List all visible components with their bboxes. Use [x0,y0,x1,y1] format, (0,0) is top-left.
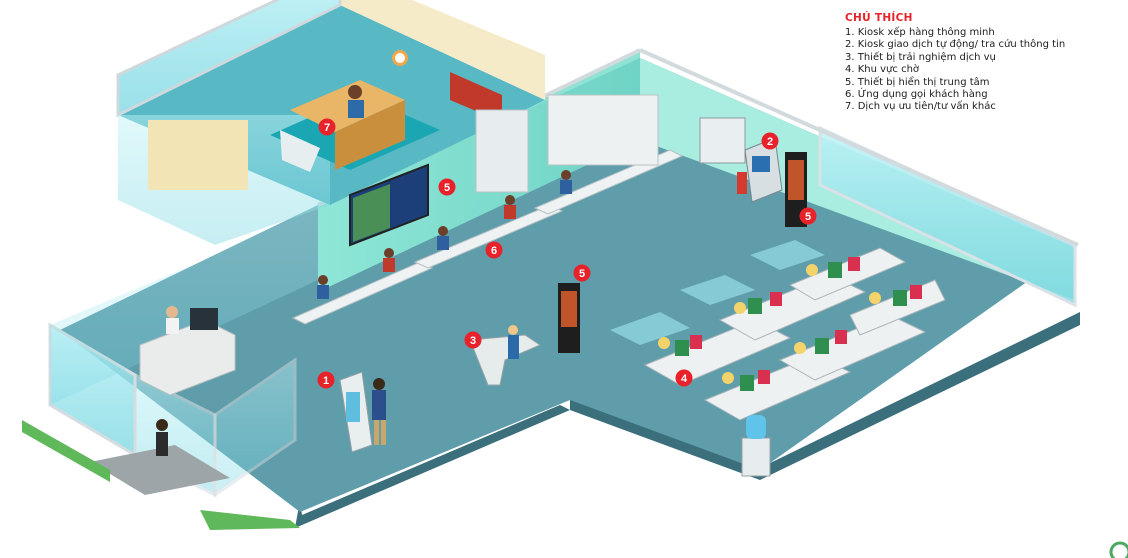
marker-2: 2 [761,132,779,150]
marker-5-right-standee: 5 [799,207,817,225]
reception-monitor [190,308,218,330]
svg-text:5: 5 [579,268,585,280]
office-back-wall [340,0,545,100]
office-desk [290,80,405,132]
experience-device [469,334,542,386]
entrance-customer [156,419,168,431]
back-wall-cabinets [547,94,659,166]
entrance-glass-right [213,357,297,498]
legend-item: 1. Kiosk xếp hàng thông minh [845,27,995,38]
entrance-upper-glass [50,205,318,405]
legend-item: 5. Thiết bị hiển thị trung tâm [845,76,990,88]
teller-counter-1 [291,261,434,325]
office-desk-side [335,100,405,170]
svg-text:5: 5 [444,182,450,194]
office-left-wall [116,0,342,118]
office-staff [348,85,362,99]
marker-4: 4 [675,369,693,387]
teller-counter-2 [413,204,564,269]
svg-text:1: 1 [323,375,329,387]
entrance-mat [90,445,230,495]
legend-list: 1. Kiosk xếp hàng thông minh 2. Kiosk gi… [845,27,1115,114]
svg-text:5: 5 [805,211,811,223]
legend-item: 3. Thiết bị trải nghiệm dịch vụ [845,51,996,63]
legend-item: 6. Ứng dụng gọi khách hàng [845,89,988,101]
marker-3: 3 [464,331,482,349]
water-dispenser [741,437,771,477]
office-chair [280,130,320,172]
svg-text:7: 7 [324,122,330,134]
corner-badge-icon [1109,541,1128,558]
legend: CHÚ THÍCH 1. Kiosk xếp hàng thông minh 2… [845,12,1115,114]
legend-title: CHÚ THÍCH [845,12,913,24]
waiting-area [610,240,946,421]
teller-counter-3 [533,149,684,215]
queue-customer [372,390,386,420]
marker-5-wall-display: 5 [438,178,456,196]
grass-strip-left [22,420,110,482]
svg-text:2: 2 [767,136,773,148]
wall-top-rim-right [639,48,1079,247]
floor-base-edge [295,405,570,528]
legend-item: 4. Khu vực chờ [845,64,920,76]
atm-customer [737,172,747,194]
marker-7: 7 [318,118,336,136]
floor-base-right-edge [570,312,1080,480]
legend-item: 2. Kiosk giao dịch tự động/ tra cứu thôn… [845,39,1066,51]
marker-5-center-standee: 5 [573,264,591,282]
svg-text:6: 6 [491,245,497,257]
marker-1: 1 [317,371,335,389]
svg-text:3: 3 [470,335,476,347]
printer [699,117,746,164]
office-shelf [148,120,248,190]
marker-6: 6 [485,241,503,259]
legend-item: 7. Dịch vụ ưu tiên/tư vấn khác [845,101,996,113]
back-wall-door [475,109,529,193]
reception-staff [166,306,178,318]
grass-strip-right [200,510,300,530]
svg-text:4: 4 [681,373,688,385]
experience-customer [508,335,519,359]
